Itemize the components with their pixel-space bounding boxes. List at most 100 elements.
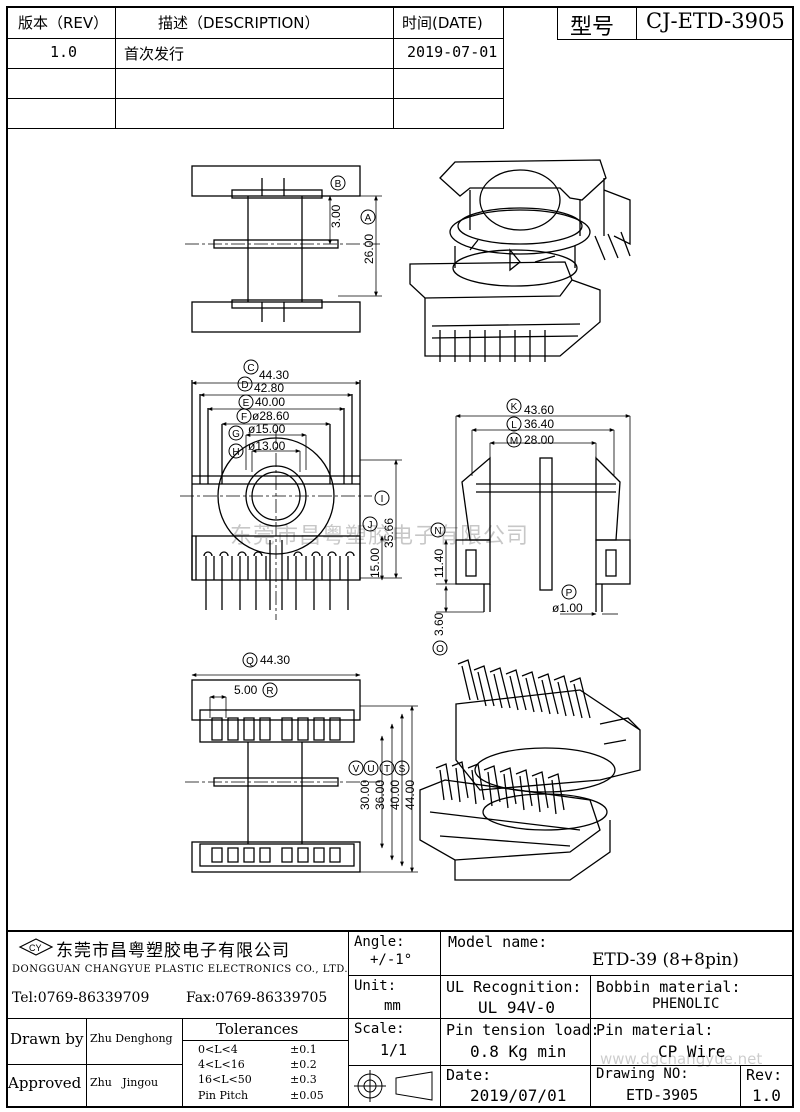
desc-cell: 首次发行 — [124, 45, 185, 63]
tolerances-title: Tolerances — [216, 1020, 299, 1038]
callout-n: N — [434, 526, 441, 537]
company-fax: Fax:0769-86339705 — [186, 990, 328, 1006]
front-view — [180, 380, 402, 620]
dim-28-00: 28.00 — [524, 433, 554, 447]
approved-label: Approved — [8, 1074, 82, 1092]
callout-e: E — [243, 398, 250, 409]
bottom-view — [185, 673, 418, 873]
callout-c: C — [247, 363, 254, 374]
callout-v: V — [353, 764, 360, 775]
dim-11-40: 11.40 — [432, 549, 446, 578]
model-value: CJ-ETD-3905 — [646, 9, 785, 33]
company-cn: 东莞市昌粤塑胶电子有限公司 — [56, 941, 290, 961]
scale-value: 1/1 — [380, 1041, 408, 1059]
callout-k: K — [511, 402, 518, 413]
callout-letters: B A C D E F G H I J K L M N O P Q R V U … — [232, 179, 573, 775]
top-view — [185, 165, 382, 333]
rev-value: 1.0 — [752, 1086, 781, 1105]
callout-u: U — [367, 764, 374, 775]
drawing-frame — [6, 6, 794, 1108]
model-name-value: ETD-39 (8+8pin) — [592, 950, 739, 970]
tension-value: 0.8 Kg min — [470, 1042, 567, 1061]
watermark: 东莞市昌粤塑胶电子有限公司 — [230, 524, 530, 549]
tension-label: Pin tension load: — [446, 1021, 600, 1039]
side-view — [436, 414, 631, 616]
ul-label: UL Recognition: — [446, 978, 582, 996]
tol-range-1: 0<L<4 — [198, 1043, 238, 1056]
unit-value: mm — [384, 998, 401, 1014]
callout-d: D — [241, 380, 248, 391]
iso-view-1 — [409, 159, 631, 362]
callout-a: A — [365, 213, 372, 224]
rev-label: Rev: — [746, 1066, 783, 1084]
callout-s: S — [399, 764, 406, 775]
dim-3: 3.00 — [329, 204, 343, 228]
callout-i: I — [381, 494, 384, 505]
desc-header: 描述（DESCRIPTION） — [158, 14, 320, 32]
drawn-by-label: Drawn by — [10, 1030, 84, 1048]
dim-40-00: 40.00 — [255, 395, 285, 409]
dim-42-80: 42.80 — [254, 381, 284, 395]
dim-pin-dia: ø1.00 — [552, 601, 583, 615]
dim-15: 15.00 — [368, 548, 382, 578]
ul-value: UL 94V-0 — [478, 998, 556, 1017]
callout-b: B — [335, 179, 342, 190]
model-name-label: Model name: — [448, 933, 548, 951]
bobbin-value: PHENOLIC — [652, 996, 720, 1012]
angle-label: Angle: — [354, 934, 405, 950]
date-cell: 2019-07-01 — [407, 43, 498, 61]
callout-t: T — [384, 764, 390, 775]
dim-28-60: ø28.60 — [252, 409, 290, 423]
rev-cell: 1.0 — [50, 43, 78, 61]
model-label: 型号 — [570, 15, 615, 40]
callout-j: J — [368, 520, 373, 531]
drawn-by-name: Zhu Denghong — [90, 1032, 173, 1045]
drawing-no-label: Drawing NO: — [596, 1066, 689, 1082]
dim-44: 44.00 — [403, 780, 417, 810]
approved-name: Zhu Jingou — [90, 1076, 159, 1089]
dim-30: 30.00 — [358, 780, 372, 810]
callout-f: F — [241, 412, 247, 423]
tol-range-3: 16<L<50 — [198, 1073, 252, 1086]
rev-header: 版本（REV） — [18, 14, 109, 32]
date-value: 2019/07/01 — [470, 1086, 567, 1105]
company-tel: Tel:0769-86339709 — [12, 990, 150, 1006]
bobbin-label: Bobbin material: — [596, 978, 741, 996]
callout-o: O — [436, 644, 444, 655]
callout-m: M — [510, 436, 518, 447]
callout-q: Q — [246, 656, 254, 667]
dim-3-60: 3.60 — [432, 612, 446, 636]
tol-range-4: Pin Pitch — [198, 1089, 249, 1102]
date-label: Date: — [446, 1066, 492, 1084]
tol-value-1: ±0.1 — [290, 1043, 317, 1056]
callout-g: G — [232, 429, 240, 440]
callouts — [228, 175, 577, 776]
unit-label: Unit: — [354, 978, 397, 994]
dim-43-60: 43.60 — [524, 403, 554, 417]
dim-44-30-bottom: 44.30 — [260, 653, 290, 667]
scale-label: Scale: — [354, 1021, 405, 1037]
drawing-no-value: ETD-3905 — [626, 1086, 699, 1104]
svg-text:CY: CY — [29, 943, 42, 953]
technical-drawing: B A C D E F G H I J K L M N O P Q R V U … — [180, 159, 641, 881]
callout-r: R — [266, 686, 273, 697]
dim-13-00: ø13.00 — [248, 439, 286, 453]
callout-p: P — [566, 588, 573, 599]
callout-l: L — [511, 420, 517, 431]
projection-symbol-icon — [354, 1070, 433, 1102]
dim-40: 40.00 — [388, 780, 402, 810]
dim-5-00: 5.00 — [234, 683, 258, 697]
angle-value: +/-1° — [370, 952, 413, 968]
dim-36: 36.00 — [373, 780, 387, 810]
callout-h: H — [232, 447, 239, 458]
dim-15-00: ø15.00 — [248, 422, 286, 436]
dim-35-66: 35.66 — [382, 518, 396, 548]
company-logo-icon: CY — [18, 938, 54, 956]
dim-36-40: 36.40 — [524, 417, 554, 431]
dimension-labels: 3.00 26.00 44.30 42.80 40.00 ø28.60 ø15.… — [234, 204, 583, 810]
tol-value-3: ±0.3 — [290, 1073, 317, 1086]
pin-material-value: CP Wire — [658, 1042, 726, 1061]
tol-value-2: ±0.2 — [290, 1058, 317, 1071]
tol-value-4: ±0.05 — [290, 1089, 324, 1102]
company-en: DONGGUAN CHANGYUE PLASTIC ELECTRONICS CO… — [12, 964, 349, 975]
